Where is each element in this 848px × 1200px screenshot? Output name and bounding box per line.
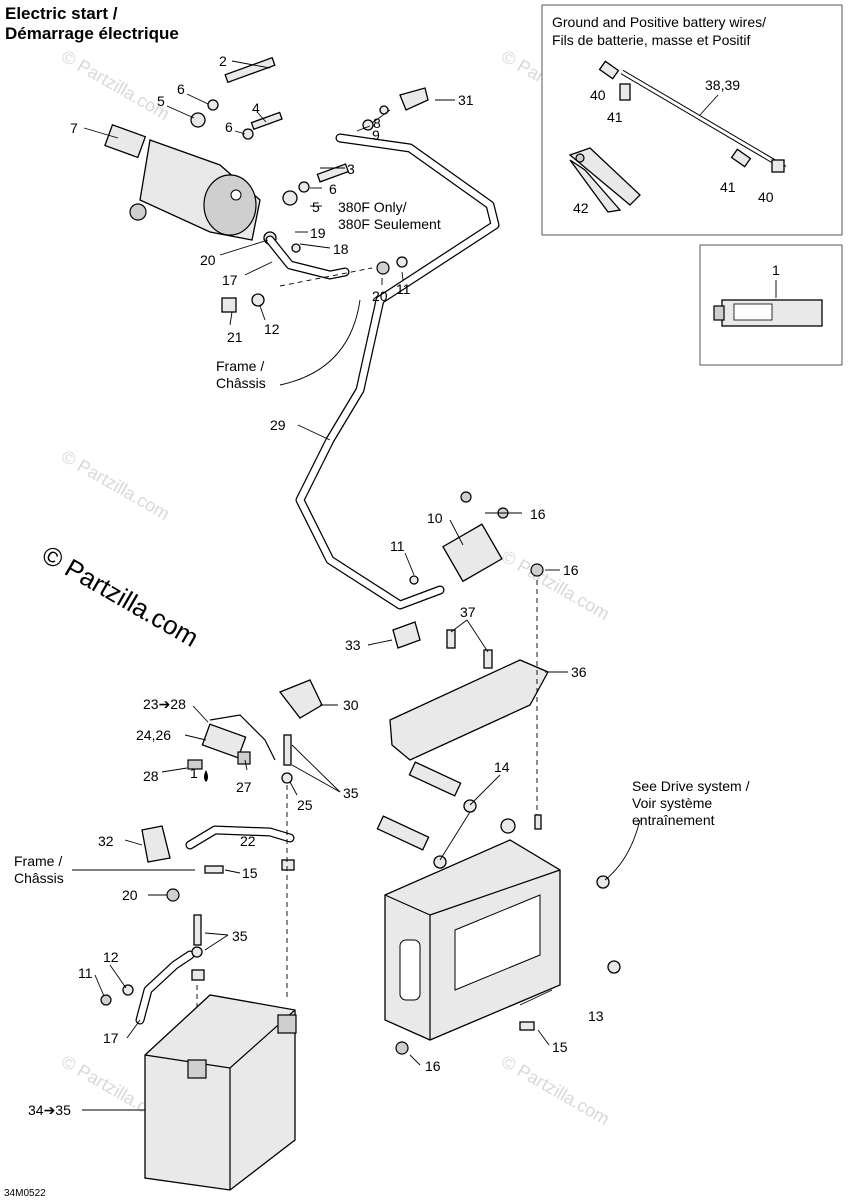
svg-text:42: 42 [573,200,589,216]
leader-lines [72,60,641,1111]
svg-text:8: 8 [373,115,381,131]
cable-29 [295,133,500,610]
svg-text:5: 5 [157,93,165,109]
starter-hardware [190,56,429,313]
inset-subtitle: Fils de batterie, masse et Positif [552,32,751,48]
svg-text:16: 16 [425,1058,441,1074]
callout-labels: 2 6 5 4 6 7 8 9 31 3 6 5 380F Only/ 380F… [14,53,750,1118]
svg-text:19: 19 [310,225,326,241]
svg-text:33: 33 [345,637,361,653]
svg-text:14: 14 [494,759,510,775]
boot-32 [141,825,171,863]
svg-text:29: 29 [270,417,286,433]
svg-text:7: 7 [70,120,78,136]
diagram-code: 34M0522 [4,1188,46,1199]
svg-text:10: 10 [427,510,443,526]
svg-text:37: 37 [460,604,476,620]
svg-text:© Partzilla.com: © Partzilla.com [58,46,173,124]
svg-text:entraînement: entraînement [632,812,715,828]
svg-text:© Partzilla.com: © Partzilla.com [498,1051,613,1129]
svg-text:1: 1 [772,262,780,278]
svg-text:38,39: 38,39 [705,77,740,93]
svg-text:15: 15 [242,865,258,881]
svg-text:2: 2 [219,53,227,69]
svg-text:13: 13 [588,1008,604,1024]
svg-text:20: 20 [122,887,138,903]
svg-text:16: 16 [530,506,546,522]
svg-text:© Partzilla.com: © Partzilla.com [498,546,613,624]
svg-text:32: 32 [98,833,114,849]
inset-frame [541,4,843,236]
svg-text:9: 9 [372,127,380,143]
svg-text:Châssis: Châssis [14,870,64,886]
svg-text:16: 16 [563,562,579,578]
svg-text:3: 3 [347,161,355,177]
svg-text:30: 30 [343,697,359,713]
inset-title: Ground and Positive battery wires/ [552,14,766,30]
grease-tube-icon [713,299,823,327]
watermark-main: © Partzilla.com [37,539,204,653]
boot-30 [278,679,323,719]
crimp-tool-icon [568,147,641,213]
svg-text:18: 18 [333,241,349,257]
svg-text:35: 35 [232,928,248,944]
svg-text:Voir système: Voir système [632,795,712,811]
svg-text:17: 17 [103,1030,119,1046]
frame-label-top: Frame / [216,358,264,374]
inset-grease: 1 [699,244,843,366]
note-380f: 380F Only/ [338,199,407,215]
svg-text:11: 11 [396,281,411,297]
starter-solenoid [409,491,544,585]
svg-text:31: 31 [458,92,474,108]
svg-text:34➔35: 34➔35 [28,1102,71,1118]
svg-text:12: 12 [264,321,280,337]
svg-text:1: 1 [190,765,198,781]
battery [144,994,297,1191]
svg-text:6: 6 [225,119,233,135]
svg-text:15: 15 [552,1039,568,1055]
svg-text:6: 6 [329,181,337,197]
frame-label-bottom: Frame / [14,853,62,869]
svg-text:Châssis: Châssis [216,375,266,391]
bracket-36 [389,659,549,761]
svg-text:36: 36 [571,664,587,680]
svg-text:22: 22 [240,833,256,849]
svg-text:25: 25 [297,797,313,813]
svg-text:© Partzilla.com: © Partzilla.com [58,446,173,524]
svg-text:28: 28 [143,768,159,784]
inset-battery-wires: Ground and Positive battery wires/ Fils … [541,4,843,236]
page-title: Electric start / [5,4,118,23]
see-drive-note: See Drive system / [632,778,750,794]
starter-motor [104,123,261,241]
svg-text:20: 20 [200,252,216,268]
svg-text:6: 6 [177,81,185,97]
page-subtitle: Démarrage électrique [5,24,179,43]
svg-text:12: 12 [103,949,119,965]
svg-text:20: 20 [372,288,388,304]
svg-text:41: 41 [720,179,736,195]
svg-text:40: 40 [590,87,606,103]
battery-tray [384,814,561,1041]
svg-text:11: 11 [78,965,93,981]
svg-text:4: 4 [252,100,260,116]
svg-text:23➔28: 23➔28 [143,696,186,712]
svg-text:27: 27 [236,779,252,795]
svg-text:35: 35 [343,785,359,801]
boot-33 [392,621,421,649]
svg-text:11: 11 [390,538,405,554]
svg-text:24,26: 24,26 [136,727,171,743]
svg-text:17: 17 [222,272,238,288]
svg-text:41: 41 [607,109,623,125]
battery-wire-icon [598,60,787,173]
svg-text:21: 21 [227,329,243,345]
svg-text:40: 40 [758,189,774,205]
note-380f-fr: 380F Seulement [338,216,441,232]
svg-text:5: 5 [312,199,320,215]
fuse-holder [187,714,276,782]
